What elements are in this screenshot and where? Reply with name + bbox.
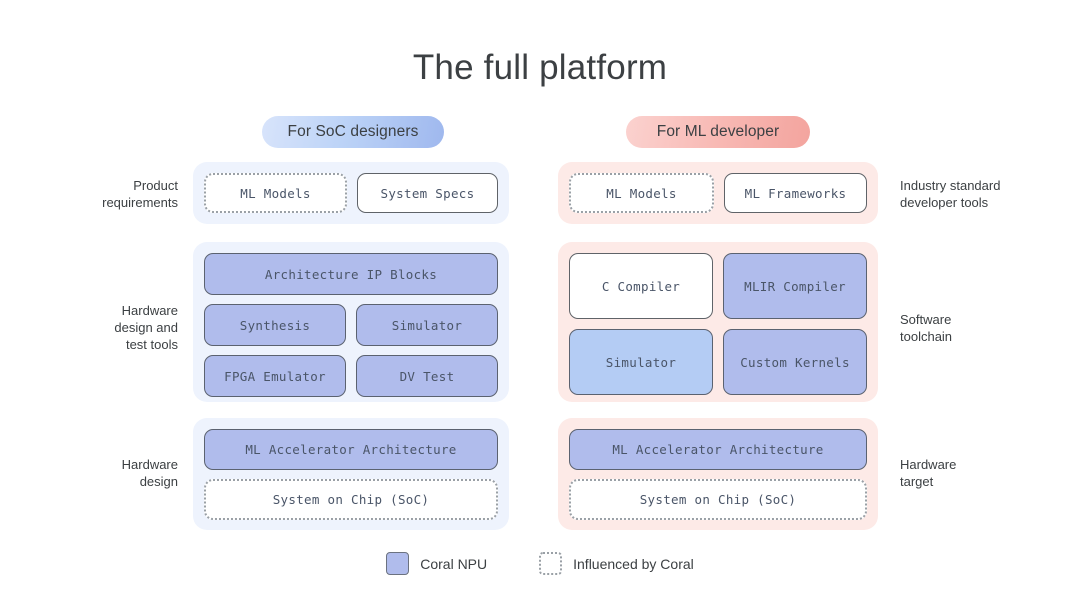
block-custom-kernels: Custom Kernels: [723, 329, 867, 395]
coral-npu-swatch-icon: [386, 552, 410, 575]
block-ml-accelerator-architecture: ML Accelerator Architecture: [569, 429, 867, 470]
legend-item-influenced-by-coral: Influenced by Coral: [539, 552, 694, 575]
block-mlir-compiler: MLIR Compiler: [723, 253, 867, 319]
block-ml-accelerator-architecture: ML Accelerator Architecture: [204, 429, 498, 470]
box-row: System on Chip (SoC): [204, 479, 498, 520]
legend-label-influenced-by-coral: Influenced by Coral: [573, 555, 694, 572]
block-system-specs: System Specs: [357, 173, 498, 213]
block-ml-models: ML Models: [204, 173, 347, 213]
block-fpga-emulator: FPGA Emulator: [204, 355, 346, 397]
page-title: The full platform: [412, 48, 668, 87]
legend: Coral NPU Influenced by Coral: [0, 552, 1080, 575]
pill-for-soc-designers: For SoC designers: [262, 116, 444, 148]
pill-right-label: For ML developer: [656, 123, 780, 140]
box-row: ML Accelerator Architecture: [204, 429, 498, 470]
legend-item-coral-npu: Coral NPU: [386, 552, 487, 575]
block-simulator: Simulator: [356, 304, 498, 346]
block-synthesis: Synthesis: [204, 304, 346, 346]
block-c-compiler: C Compiler: [569, 253, 713, 319]
influenced-by-coral-swatch-icon: [539, 552, 563, 575]
block-dv-test: DV Test: [356, 355, 498, 397]
box-row: ML Accelerator Architecture: [569, 429, 867, 470]
block-architecture-ip-blocks: Architecture IP Blocks: [204, 253, 498, 295]
legend-label-coral-npu: Coral NPU: [420, 555, 488, 572]
pill-left-label: For SoC designers: [287, 123, 419, 140]
box-row: System on Chip (SoC): [569, 479, 867, 520]
box-row: Architecture IP Blocks: [204, 253, 498, 295]
block-simulator: Simulator: [569, 329, 713, 395]
block-system-on-chip-soc: System on Chip (SoC): [204, 479, 498, 520]
block-ml-models: ML Models: [569, 173, 714, 213]
pill-for-ml-developer: For ML developer: [626, 116, 810, 148]
block-system-on-chip-soc: System on Chip (SoC): [569, 479, 867, 520]
block-ml-frameworks: ML Frameworks: [724, 173, 867, 213]
